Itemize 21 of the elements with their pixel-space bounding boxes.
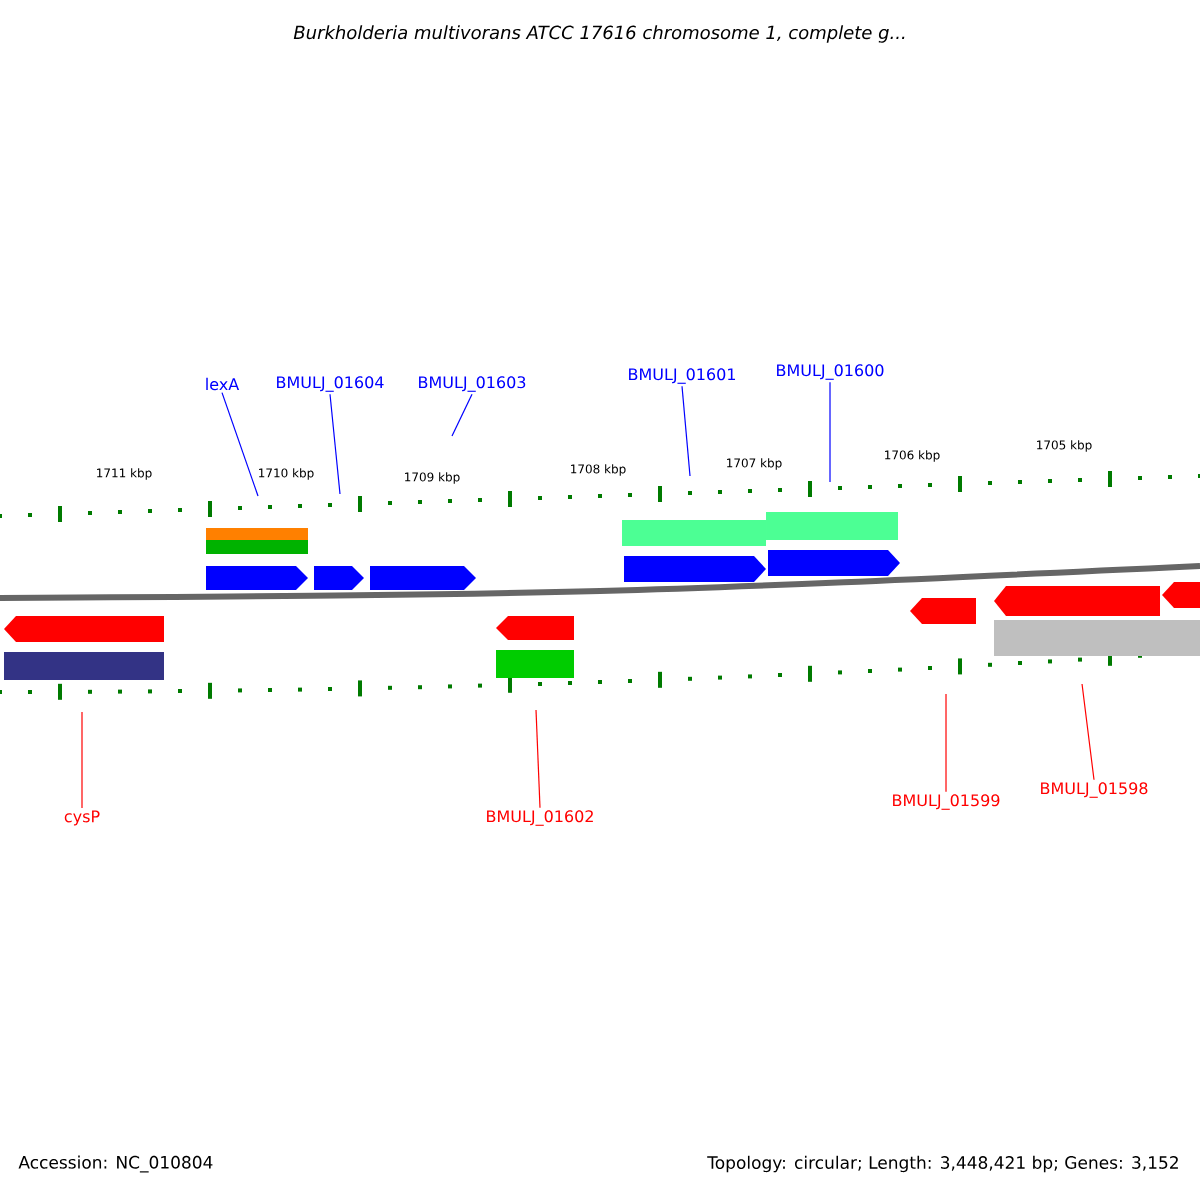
gene-label: BMULJ_01604 — [277, 376, 384, 392]
gene-label: BMULJ_01603 — [419, 376, 526, 392]
gene-label: cysP — [64, 810, 100, 826]
leader-line — [535, 709, 541, 809]
gene-label: lexA — [206, 377, 240, 391]
leader-line — [329, 393, 341, 495]
leader-line — [681, 385, 691, 477]
info-text: Accession: NC_010804 — [18, 1155, 213, 1173]
gene-label: BMULJ_01601 — [629, 368, 735, 384]
gene-label: BMULJ_01600 — [777, 364, 884, 380]
leader-line — [451, 393, 473, 437]
gene-label: BMULJ_01599 — [893, 794, 1000, 810]
gene-label: BMULJ_01602 — [487, 810, 593, 826]
leader-line — [829, 381, 831, 483]
leader-line — [945, 693, 947, 793]
info-text: Topology: circular; Length: 3,448,421 bp; Genes: 3,152 — [707, 1155, 1178, 1173]
title: Burkholderia multivorans ATCC 17616 chromosome 1, complete g... — [293, 25, 905, 43]
gene-label: BMULJ_01598 — [1041, 782, 1148, 798]
leader-line — [221, 392, 259, 497]
leader-line — [81, 711, 83, 809]
leader-line — [1081, 683, 1095, 781]
